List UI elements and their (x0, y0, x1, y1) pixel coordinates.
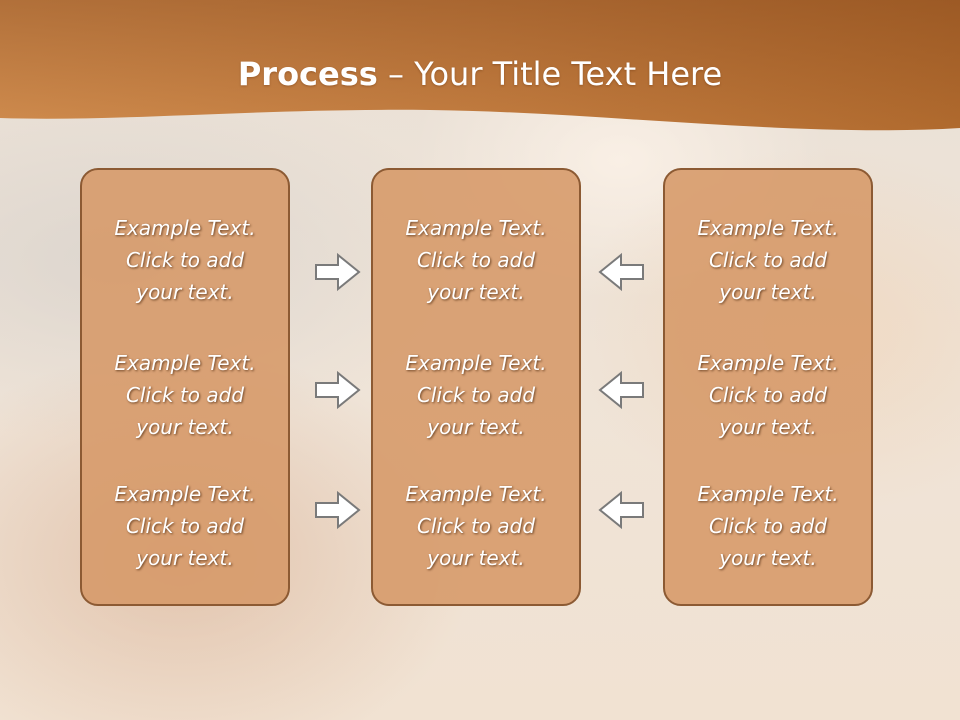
text-block[interactable]: Example Text. Click to add your text. (665, 212, 871, 308)
text-block[interactable]: Example Text. Click to add your text. (373, 478, 579, 574)
slide-title[interactable]: Process – Your Title Text Here (0, 52, 960, 96)
text-line: Example Text. (697, 482, 839, 506)
text-line: Click to add (708, 514, 828, 538)
arrow-right-icon (315, 490, 361, 530)
text-line: Click to add (416, 514, 536, 538)
title-bold: Process (237, 55, 378, 93)
process-box-right[interactable]: Example Text. Click to add your text. Ex… (663, 168, 873, 606)
text-block[interactable]: Example Text. Click to add your text. (82, 478, 288, 574)
text-line: Example Text. (697, 351, 839, 375)
text-block[interactable]: Example Text. Click to add your text. (373, 347, 579, 443)
text-line: Example Text. (405, 216, 547, 240)
process-box-left[interactable]: Example Text. Click to add your text. Ex… (80, 168, 290, 606)
text-line: Example Text. (697, 216, 839, 240)
text-line: Click to add (708, 383, 828, 407)
text-line: your text. (427, 280, 525, 304)
text-line: Click to add (708, 248, 828, 272)
title-rest: – Your Title Text Here (377, 55, 723, 93)
text-line: Example Text. (114, 216, 256, 240)
arrow-right-icon (315, 252, 361, 292)
text-line: Click to add (125, 514, 245, 538)
arrow-left-icon (598, 252, 644, 292)
text-line: Example Text. (114, 351, 256, 375)
text-line: Example Text. (114, 482, 256, 506)
arrow-left-icon (598, 490, 644, 530)
text-line: Click to add (416, 383, 536, 407)
text-line: your text. (427, 415, 525, 439)
text-line: Example Text. (405, 482, 547, 506)
text-line: Click to add (125, 383, 245, 407)
arrow-left-icon (598, 370, 644, 410)
text-block[interactable]: Example Text. Click to add your text. (665, 478, 871, 574)
text-line: your text. (719, 280, 817, 304)
text-line: Example Text. (405, 351, 547, 375)
arrow-right-icon (315, 370, 361, 410)
text-block[interactable]: Example Text. Click to add your text. (82, 347, 288, 443)
text-line: your text. (427, 546, 525, 570)
text-block[interactable]: Example Text. Click to add your text. (665, 347, 871, 443)
process-box-center[interactable]: Example Text. Click to add your text. Ex… (371, 168, 581, 606)
text-line: Click to add (125, 248, 245, 272)
text-line: your text. (136, 415, 234, 439)
text-line: your text. (719, 546, 817, 570)
text-block[interactable]: Example Text. Click to add your text. (82, 212, 288, 308)
header-band (0, 0, 960, 131)
text-line: Click to add (416, 248, 536, 272)
text-line: your text. (136, 280, 234, 304)
text-line: your text. (719, 415, 817, 439)
text-line: your text. (136, 546, 234, 570)
text-block[interactable]: Example Text. Click to add your text. (373, 212, 579, 308)
